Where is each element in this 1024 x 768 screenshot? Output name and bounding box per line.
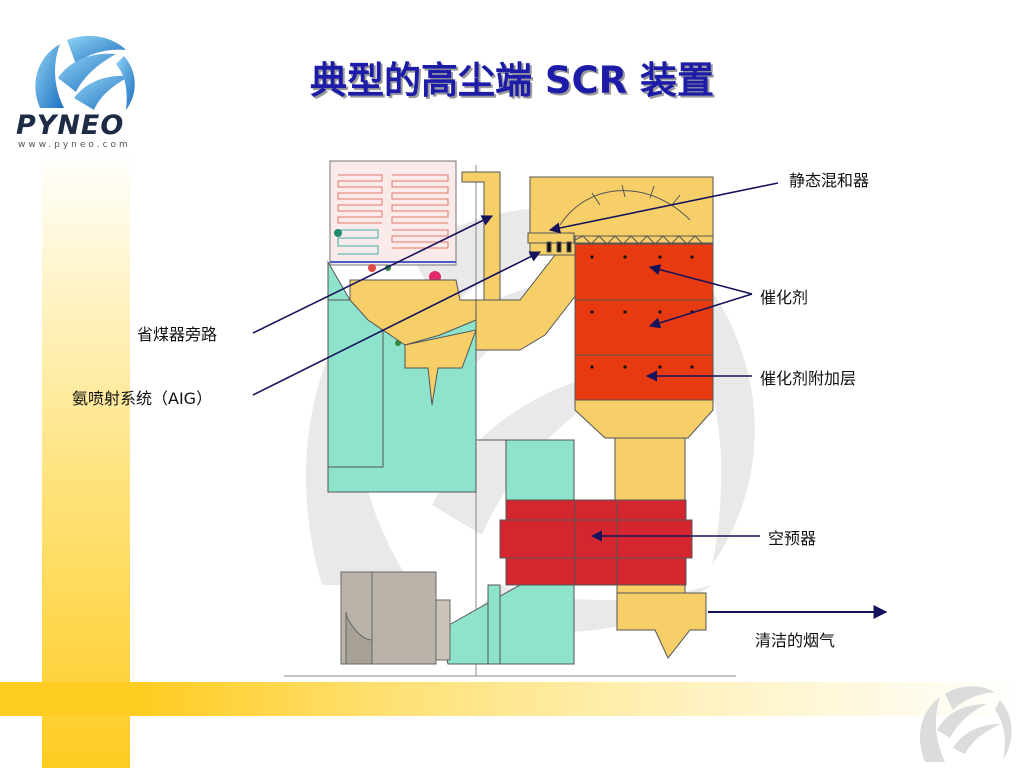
label-clean-flue-gas: 清洁的烟气 <box>755 631 836 650</box>
logo-url: www.pyneo.com <box>18 140 131 150</box>
catalyst-layers <box>574 243 714 401</box>
logo-wordmark: PYNEO <box>16 110 125 141</box>
callout-lines <box>252 182 779 542</box>
slide-title: 典型的高尘端 SCR 装置 <box>309 59 715 102</box>
pyneo-logo-icon <box>35 35 135 110</box>
yellow-vertical-bar <box>42 150 130 768</box>
economizer-coils <box>329 160 457 346</box>
label-economizer-bypass: 省煤器旁路 <box>137 325 218 344</box>
yellow-horizontal-bar <box>0 682 1024 716</box>
label-catalyst-extra-layer: 催化剂附加层 <box>760 369 857 388</box>
label-static-mixer: 静态混和器 <box>789 171 870 190</box>
label-catalyst: 催化剂 <box>760 288 809 307</box>
label-air-preheater: 空预器 <box>768 529 817 548</box>
watermark-logo-small <box>920 686 1012 762</box>
label-aig: 氨喷射系统（AIG） <box>72 389 213 408</box>
air-preheater <box>499 499 693 586</box>
gray-unit <box>340 571 451 665</box>
